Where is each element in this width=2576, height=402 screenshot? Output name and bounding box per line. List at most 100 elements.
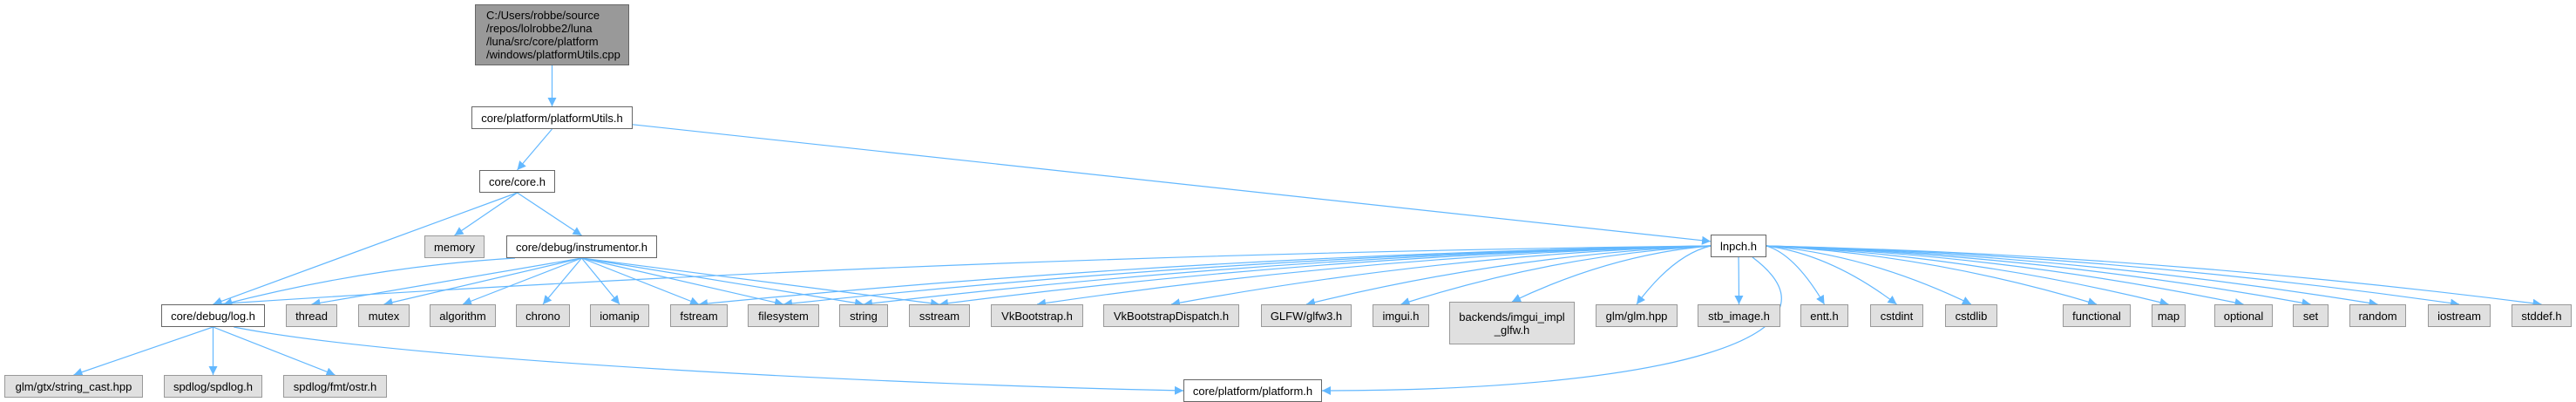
edge-lnpch_h-to-random [1766, 245, 2378, 308]
node-label: stb_image.h [1708, 309, 1770, 323]
graph-node-iostream[interactable]: iostream [2428, 304, 2491, 327]
node-label: spdlog/fmt/ostr.h [293, 379, 377, 393]
graph-node-VkBootstrapDispatch-h[interactable]: VkBootstrapDispatch.h [1103, 304, 1239, 327]
graph-node-glm-hpp[interactable]: glm/glm.hpp [1596, 304, 1678, 327]
node-label: thread [295, 309, 328, 323]
graph-node-sstream[interactable]: sstream [909, 304, 970, 327]
node-label: fstream [680, 309, 718, 323]
node-label: C:/Users/robbe/source /repos/lolrobbe2/l… [486, 9, 620, 61]
edge-lnpch_h-to-cstdlib [1766, 245, 1972, 305]
graph-node-optional[interactable]: optional [2214, 304, 2273, 327]
node-label: GLFW/glfw3.h [1270, 309, 1343, 323]
node-label: core/core.h [488, 174, 546, 188]
node-label: optional [2223, 309, 2264, 323]
graph-node-imgui-h[interactable]: imgui.h [1373, 304, 1429, 327]
edge-lnpch_h-to-log_h [213, 245, 1712, 309]
graph-node-entt-h[interactable]: entt.h [1800, 304, 1848, 327]
node-label: cstdlib [1955, 309, 1988, 323]
node-label: functional [2072, 309, 2121, 323]
node-label: imgui.h [1382, 309, 1420, 323]
graph-node-string[interactable]: string [839, 304, 888, 327]
graph-node-cstdlib[interactable]: cstdlib [1945, 304, 1997, 327]
node-label: entt.h [1810, 309, 1839, 323]
graph-node-cstdint[interactable]: cstdint [1870, 304, 1923, 327]
node-label: random [2358, 309, 2397, 323]
edge-platformUtils_h-to-lnpch_h [632, 124, 1712, 245]
graph-node-stb-image-h[interactable]: stb_image.h [1698, 304, 1780, 327]
node-label: core/platform/platformUtils.h [481, 111, 623, 125]
edge-lnpch_h-to-stddef_h [1766, 245, 2542, 308]
graph-node-mutex[interactable]: mutex [358, 304, 410, 327]
node-label: glm/glm.hpp [1605, 309, 1668, 323]
node-label: iomanip [600, 309, 640, 323]
node-label: stddef.h [2521, 309, 2562, 323]
graph-node-chrono[interactable]: chrono [516, 304, 570, 327]
edge-instrumentor_h-to-fstream [581, 257, 700, 305]
graph-node-iomanip[interactable]: iomanip [590, 304, 649, 327]
edge-instrumentor_h-to-log_h [223, 257, 516, 307]
edge-lnpch_h-to-glfw3_h [1305, 245, 1712, 307]
edge-platformUtils_h-to-core_h [517, 128, 552, 171]
graph-node-map[interactable]: map [2152, 304, 2186, 327]
graph-node-platform-h[interactable]: core/platform/platform.h [1183, 379, 1322, 402]
edge-instrumentor_h-to-chrono [542, 257, 582, 305]
graph-node-thread[interactable]: thread [286, 304, 337, 327]
graph-node-platformUtils-h[interactable]: core/platform/platformUtils.h [471, 106, 633, 129]
graph-node-filesystem[interactable]: filesystem [748, 304, 819, 327]
edge-lnpch_h-to-iostream [1766, 245, 2460, 308]
edge-core_h-to-log_h [213, 192, 518, 306]
edge-instrumentor_h-to-mutex [383, 257, 582, 307]
graph-node-glfw3-h[interactable]: GLFW/glfw3.h [1261, 304, 1352, 327]
edge-instrumentor_h-to-thread [311, 257, 582, 308]
graph-node-algorithm[interactable]: algorithm [430, 304, 496, 327]
edge-instrumentor_h-to-string [581, 257, 864, 308]
edge-lnpch_h-to-filesystem [783, 245, 1712, 308]
graph-node-string-cast-hpp[interactable]: glm/gtx/string_cast.hpp [4, 375, 143, 398]
node-label: VkBootstrap.h [1001, 309, 1073, 323]
edge-instrumentor_h-to-algorithm [462, 257, 582, 306]
node-label: chrono [525, 309, 560, 323]
graph-node-log-h[interactable]: core/debug/log.h [161, 304, 265, 327]
graph-node-root: C:/Users/robbe/source /repos/lolrobbe2/l… [475, 4, 629, 65]
graph-node-instrumentor-h[interactable]: core/debug/instrumentor.h [506, 235, 657, 258]
node-label: core/debug/log.h [171, 309, 255, 323]
graph-node-imgui-impl-glfw-h[interactable]: backends/imgui_impl _glfw.h [1449, 302, 1575, 344]
graph-node-ostr-h[interactable]: spdlog/fmt/ostr.h [283, 375, 387, 398]
graph-node-functional[interactable]: functional [2063, 304, 2131, 327]
graph-node-random[interactable]: random [2349, 304, 2406, 327]
edge-lnpch_h-to-entt_h [1766, 245, 1826, 305]
edge-lnpch_h-to-VkBootstrap_h [1036, 245, 1712, 308]
edge-lnpch_h-to-imgui_h [1400, 245, 1712, 306]
node-label: mutex [368, 309, 400, 323]
edge-core_h-to-memory [454, 192, 518, 236]
edge-lnpch_h-to-sstream [939, 245, 1712, 308]
graph-node-set[interactable]: set [2293, 304, 2329, 327]
node-label: backends/imgui_impl _glfw.h [1459, 310, 1565, 337]
node-label: algorithm [439, 309, 486, 323]
edge-log_h-to-ostr_h [213, 326, 336, 376]
node-label: map [2157, 309, 2180, 323]
edge-lnpch_h-to-map [1766, 245, 2169, 307]
edge-instrumentor_h-to-filesystem [581, 257, 784, 307]
node-label: filesystem [758, 309, 809, 323]
node-label: spdlog/spdlog.h [173, 379, 254, 393]
graph-node-spdlog-h[interactable]: spdlog/spdlog.h [164, 375, 262, 398]
graph-node-stddef-h[interactable]: stddef.h [2512, 304, 2572, 327]
node-label: sstream [919, 309, 960, 323]
graph-node-fstream[interactable]: fstream [670, 304, 728, 327]
node-label: set [2302, 309, 2319, 323]
graph-node-core-h[interactable]: core/core.h [479, 170, 555, 193]
edge-core_h-to-instrumentor_h [517, 192, 582, 236]
edge-log_h-to-platform_h [234, 326, 1184, 395]
node-label: iostream [2437, 309, 2481, 323]
graph-node-VkBootstrap-h[interactable]: VkBootstrap.h [991, 304, 1083, 327]
node-label: glm/gtx/string_cast.hpp [15, 379, 132, 393]
graph-node-lnpch-h[interactable]: lnpch.h [1711, 235, 1766, 257]
graph-node-memory[interactable]: memory [424, 235, 485, 258]
node-label: core/debug/instrumentor.h [515, 240, 648, 254]
edge-log_h-to-string_cast_hpp [73, 326, 214, 377]
node-label: string [850, 309, 878, 323]
edge-lnpch_h-to-imgui_impl_glfw_h [1511, 245, 1712, 303]
edge-lnpch_h-to-VkBootstrapDispatch_h [1170, 245, 1712, 308]
